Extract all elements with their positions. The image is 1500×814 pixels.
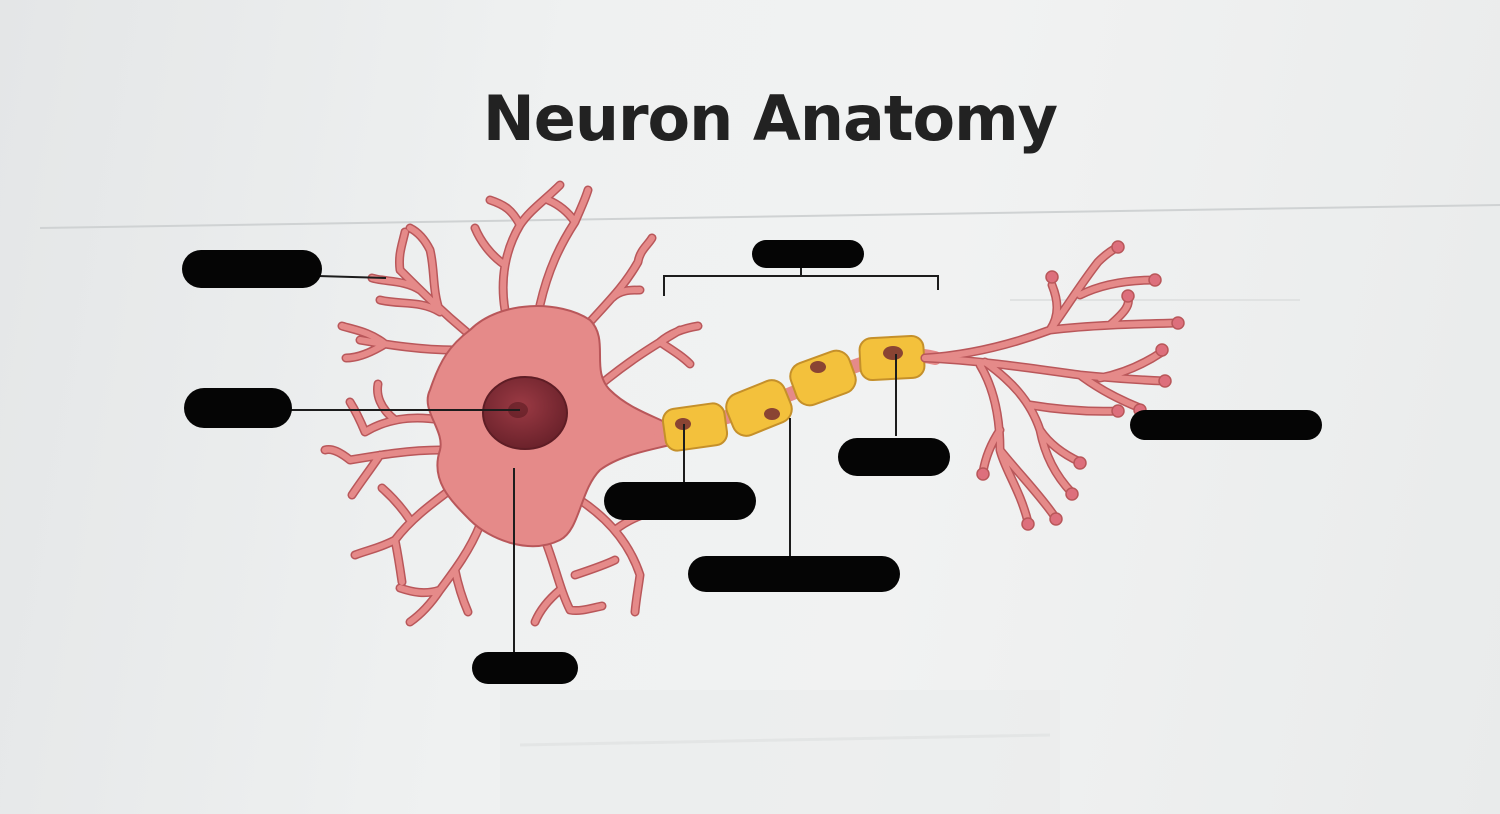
dendrite-branch bbox=[339, 323, 458, 361]
leader-line-dendrite bbox=[317, 275, 387, 279]
dendrite-branch bbox=[587, 235, 701, 388]
redaction-mark bbox=[604, 482, 756, 520]
dendrite-branch bbox=[532, 537, 618, 625]
terminal-branch bbox=[922, 244, 1178, 361]
terminal-knob bbox=[1155, 343, 1169, 357]
redaction-mark bbox=[688, 556, 900, 592]
myelin-segment-4 bbox=[858, 334, 926, 382]
terminal-knob bbox=[1111, 240, 1125, 254]
myelin-segment-2 bbox=[725, 379, 793, 437]
myelin-sheath-label bbox=[688, 556, 900, 592]
dendrite-branch bbox=[369, 225, 473, 338]
diagram-title: Neuron Anatomy bbox=[482, 82, 1058, 155]
terminal-knob bbox=[1148, 273, 1162, 287]
axon-terminal-label bbox=[1130, 410, 1322, 440]
terminal-knob bbox=[1121, 289, 1135, 303]
redacted-labels bbox=[182, 240, 1322, 684]
terminal-branch bbox=[982, 359, 1121, 496]
axon-label bbox=[752, 240, 864, 268]
myelin-segment-1 bbox=[661, 402, 729, 452]
terminal-branch bbox=[922, 349, 1168, 411]
redaction-mark bbox=[184, 388, 292, 428]
schwann-cell-label bbox=[838, 438, 950, 476]
dendrite-branch bbox=[322, 381, 443, 498]
redaction-mark bbox=[472, 652, 578, 684]
dendrite-branch bbox=[352, 485, 453, 585]
dendrites bbox=[320, 180, 703, 627]
redaction-mark bbox=[1130, 410, 1322, 440]
node-of-ranvier-label bbox=[604, 482, 756, 520]
leader-lines bbox=[290, 266, 939, 660]
terminal-knob bbox=[1073, 456, 1087, 470]
terminal-knob bbox=[1049, 512, 1063, 526]
dendrite-branch-outline bbox=[585, 233, 703, 390]
axon-terminals bbox=[920, 240, 1185, 531]
terminal-knob bbox=[1045, 270, 1059, 284]
terminal-knob bbox=[1065, 487, 1079, 501]
myelin-sheath bbox=[661, 334, 926, 452]
myelin-segment-3 bbox=[789, 349, 857, 407]
terminal-knob bbox=[976, 467, 990, 481]
terminal-knob bbox=[1111, 404, 1125, 418]
dendrite-branch bbox=[397, 522, 483, 625]
terminal-branch-outline bbox=[920, 242, 1180, 363]
nucleus-label bbox=[184, 388, 292, 428]
redaction-mark bbox=[838, 438, 950, 476]
terminal-branch bbox=[977, 362, 1058, 525]
terminal-knob bbox=[1171, 316, 1185, 330]
redaction-mark bbox=[752, 240, 864, 268]
terminal-knob bbox=[1021, 517, 1035, 531]
terminal-knob bbox=[1158, 374, 1172, 388]
cell-body-label bbox=[472, 652, 578, 684]
leader-bracket-axon bbox=[663, 275, 939, 296]
dendrite-label bbox=[182, 250, 322, 288]
redaction-mark bbox=[182, 250, 322, 288]
dendrite-branch bbox=[472, 182, 591, 313]
